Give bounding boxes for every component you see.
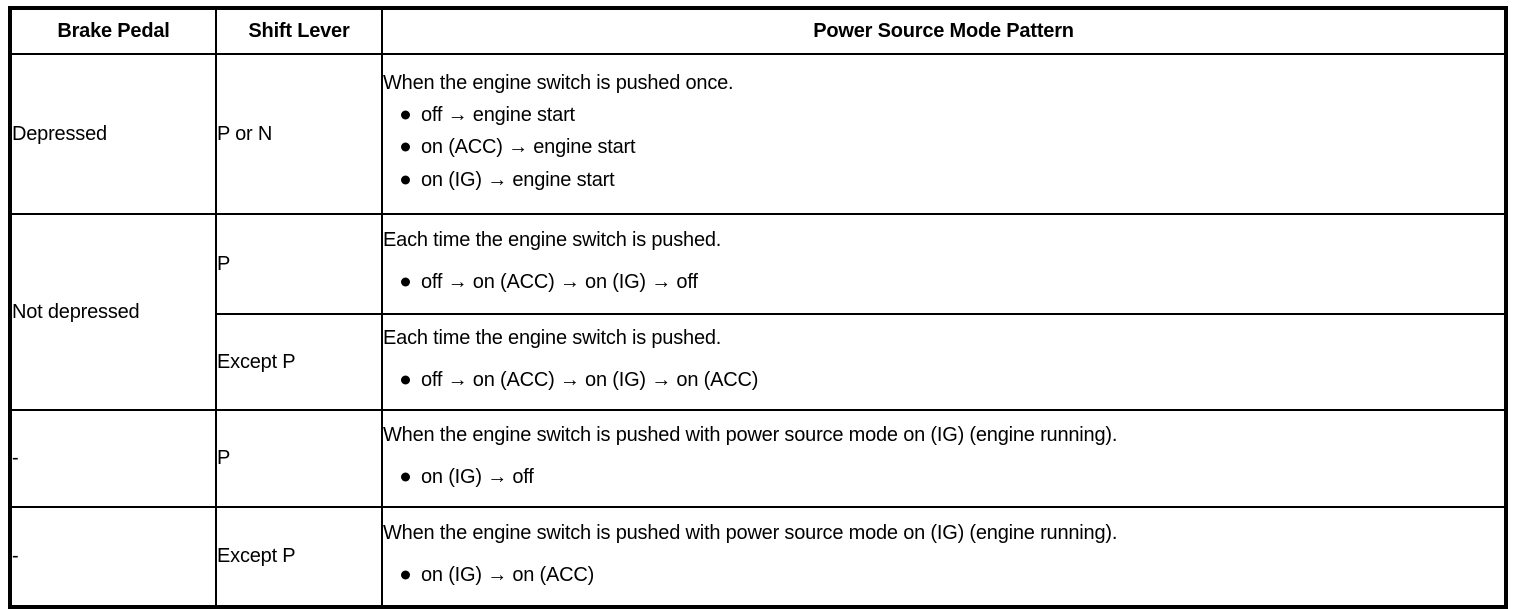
pattern-heading: When the engine switch is pushed with po… bbox=[383, 521, 1118, 544]
cell-brake-pedal: - bbox=[9, 506, 217, 608]
list-item-label: on (IG) → on (ACC) bbox=[421, 563, 595, 586]
cell-shift-lever: Except P bbox=[215, 506, 383, 608]
table-row: Depressed P or N When the engine switch … bbox=[9, 53, 1507, 215]
cell-shift-lever: P bbox=[215, 213, 383, 315]
list-item: off → on (ACC) → on (IG) → on (ACC) bbox=[383, 364, 1504, 396]
pattern-list: off → on (ACC) → on (IG) → off bbox=[383, 266, 1504, 298]
cell-shift-lever: P bbox=[215, 409, 383, 508]
power-source-mode-table-container: Brake Pedal Shift Lever Power Source Mod… bbox=[8, 6, 1508, 609]
cell-brake-pedal: - bbox=[9, 409, 217, 508]
table-header-row: Brake Pedal Shift Lever Power Source Mod… bbox=[9, 7, 1507, 55]
column-header-brake-pedal: Brake Pedal bbox=[9, 7, 217, 55]
list-item-label: off → on (ACC) → on (IG) → off bbox=[421, 271, 698, 294]
list-item: off → on (ACC) → on (IG) → off bbox=[383, 266, 1504, 298]
bullet-icon bbox=[401, 175, 410, 185]
pattern-heading: Each time the engine switch is pushed. bbox=[383, 229, 722, 252]
bullet-icon bbox=[401, 570, 410, 580]
table-row: Except P Each time the engine switch is … bbox=[10, 313, 1507, 411]
list-item: on (ACC) → engine start bbox=[383, 131, 1504, 163]
pattern-list: off → on (ACC) → on (IG) → on (ACC) bbox=[383, 364, 1504, 396]
table-body: Depressed P or N When the engine switch … bbox=[9, 53, 1507, 608]
list-item-label: on (IG) → engine start bbox=[421, 168, 615, 191]
bullet-icon bbox=[401, 472, 410, 482]
cell-brake-pedal: Not depressed bbox=[9, 213, 217, 411]
cell-power-source-mode-pattern: Each time the engine switch is pushed. o… bbox=[381, 313, 1507, 411]
pattern-list: on (IG) → on (ACC) bbox=[383, 559, 1504, 591]
list-item-label: off → engine start bbox=[421, 103, 575, 126]
table-row: - P When the engine switch is pushed wit… bbox=[9, 409, 1507, 508]
power-source-mode-table: Brake Pedal Shift Lever Power Source Mod… bbox=[8, 6, 1508, 609]
list-item-label: off → on (ACC) → on (IG) → on (ACC) bbox=[421, 369, 759, 392]
column-header-power-source-mode-pattern: Power Source Mode Pattern bbox=[381, 7, 1507, 55]
list-item-label: on (ACC) → engine start bbox=[421, 136, 636, 159]
list-item: on (IG) → on (ACC) bbox=[383, 559, 1504, 591]
bullet-icon bbox=[401, 277, 410, 287]
bullet-icon bbox=[401, 375, 410, 385]
pattern-heading: Each time the engine switch is pushed. bbox=[383, 327, 722, 350]
cell-power-source-mode-pattern: When the engine switch is pushed with po… bbox=[381, 409, 1507, 508]
bullet-icon bbox=[401, 142, 410, 152]
cell-shift-lever: P or N bbox=[215, 53, 383, 215]
cell-shift-lever: Except P bbox=[215, 313, 383, 411]
list-item: off → engine start bbox=[383, 99, 1504, 131]
column-header-shift-lever: Shift Lever bbox=[215, 7, 383, 55]
cell-brake-pedal: Depressed bbox=[9, 53, 217, 215]
pattern-list: off → engine start on (ACC) → engine sta… bbox=[383, 99, 1504, 196]
bullet-icon bbox=[401, 110, 410, 120]
pattern-heading: When the engine switch is pushed with po… bbox=[383, 423, 1118, 446]
cell-power-source-mode-pattern: Each time the engine switch is pushed. o… bbox=[381, 213, 1507, 315]
table-row: Not depressed P Each time the engine swi… bbox=[9, 213, 1507, 411]
list-item-label: on (IG) → off bbox=[421, 465, 534, 488]
list-item: on (IG) → off bbox=[383, 461, 1504, 493]
pattern-heading: When the engine switch is pushed once. bbox=[383, 71, 734, 94]
cell-power-source-mode-pattern: When the engine switch is pushed with po… bbox=[381, 506, 1507, 608]
cell-power-source-mode-pattern: When the engine switch is pushed once. o… bbox=[381, 53, 1507, 215]
table-row: - Except P When the engine switch is pus… bbox=[9, 506, 1507, 608]
pattern-list: on (IG) → off bbox=[383, 461, 1504, 493]
table-header: Brake Pedal Shift Lever Power Source Mod… bbox=[9, 7, 1507, 55]
list-item: on (IG) → engine start bbox=[383, 164, 1504, 196]
